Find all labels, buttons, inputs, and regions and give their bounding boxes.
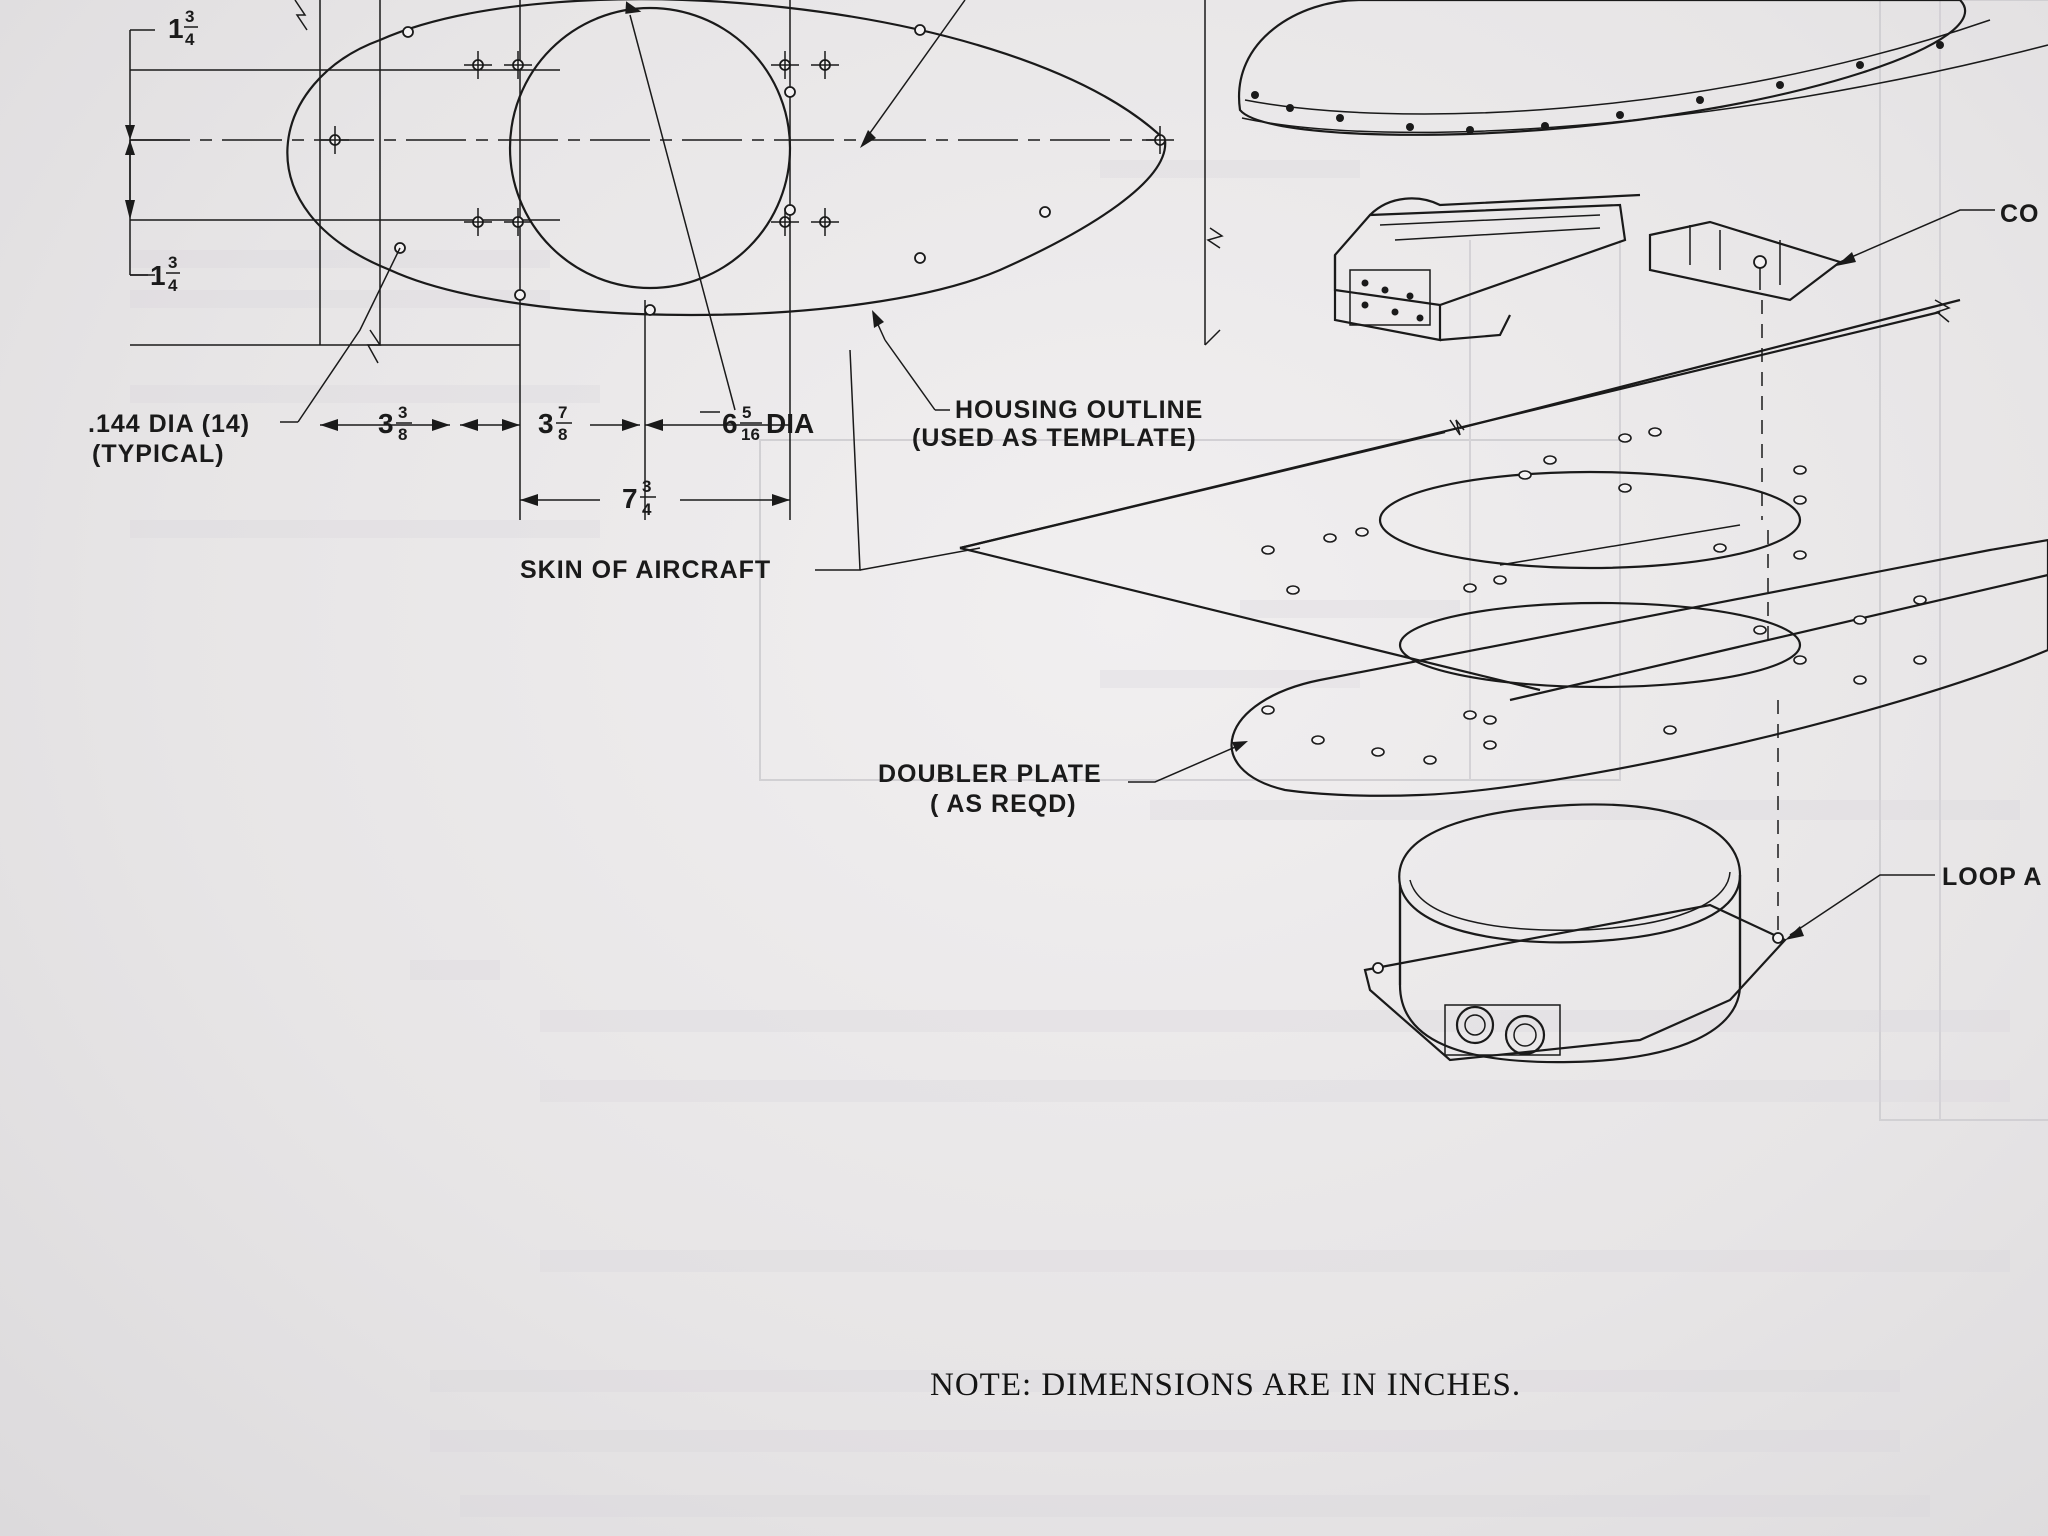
center-circle xyxy=(508,6,792,290)
svg-text:4: 4 xyxy=(642,500,652,519)
svg-text:1: 1 xyxy=(168,13,184,44)
housing-outline-shape xyxy=(286,0,1167,317)
hole-dia-label: .144 DIA (14) xyxy=(88,410,250,438)
skin-leader xyxy=(815,349,861,571)
doubler-plate xyxy=(1230,538,2048,797)
housing-leader xyxy=(884,339,936,411)
hole-dia-leader xyxy=(297,247,401,423)
svg-text:3: 3 xyxy=(538,408,554,439)
crosshair-holes xyxy=(321,51,1174,236)
dimension-texts: 1 3 4 1 3 4 3 3 8 3 7 8 7 3 4 6 5 16 DIA xyxy=(130,7,814,519)
doubler-note: ( AS REQD) xyxy=(930,790,1077,818)
bleed-through-text xyxy=(130,0,2048,1517)
template-view xyxy=(125,0,1224,571)
svg-text:1: 1 xyxy=(150,260,166,291)
svg-text:3: 3 xyxy=(168,253,177,272)
svg-text:8: 8 xyxy=(398,425,407,444)
loop-antenna xyxy=(1363,803,1787,1064)
svg-text:7: 7 xyxy=(558,403,567,422)
housing-outline-note: (USED AS TEMPLATE) xyxy=(912,424,1197,452)
svg-text:8: 8 xyxy=(558,425,567,444)
doubler-label: DOUBLER PLATE xyxy=(878,760,1102,788)
skin-label: SKIN OF AIRCRAFT xyxy=(520,556,771,584)
svg-text:3: 3 xyxy=(398,403,407,422)
svg-text:DIA: DIA xyxy=(766,408,814,439)
loop-connectors xyxy=(1444,1004,1561,1056)
housing-outline-label: HOUSING OUTLINE xyxy=(955,396,1203,424)
svg-text:3: 3 xyxy=(185,7,194,26)
svg-text:3: 3 xyxy=(378,408,394,439)
connector-label: CO xyxy=(2000,200,2040,228)
svg-text:7: 7 xyxy=(622,483,638,514)
dimensions-note: NOTE: DIMENSIONS ARE IN INCHES. xyxy=(930,1367,1521,1403)
mounting-holes xyxy=(394,24,1051,316)
connector-bracket xyxy=(1333,193,1843,342)
svg-text:4: 4 xyxy=(168,276,178,295)
housing-dome xyxy=(1237,0,1967,136)
svg-text:5: 5 xyxy=(742,403,751,422)
doubler-cutout xyxy=(1398,601,1802,689)
hole-dia-note: (TYPICAL) xyxy=(92,440,225,468)
exploded-view xyxy=(959,0,2048,1064)
aircraft-skin-sheet xyxy=(959,298,2048,702)
callout-labels: .144 DIA (14) (TYPICAL) HOUSING OUTLINE … xyxy=(88,200,2042,891)
svg-text:4: 4 xyxy=(185,30,195,49)
svg-text:3: 3 xyxy=(642,477,651,496)
svg-text:16: 16 xyxy=(741,425,760,444)
loop-antenna-label: LOOP A xyxy=(1942,863,2042,891)
svg-text:6: 6 xyxy=(722,408,738,439)
skin-cutout xyxy=(1378,470,1802,570)
